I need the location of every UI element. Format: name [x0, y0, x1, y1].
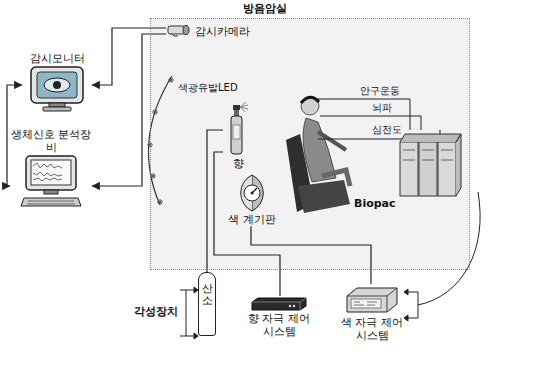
- node-label: 산소: [202, 283, 213, 307]
- analyzer-computer: 생체신호 분석장비: [10, 128, 92, 208]
- led-arc: [147, 76, 174, 205]
- computer-icon-wrap: [20, 154, 82, 208]
- connector: [207, 130, 223, 272]
- soundproof-room: 방음암실감시카메라향색 계기판: [150, 18, 470, 270]
- scent-sprayer: 향: [223, 101, 253, 170]
- monitor-box: 감시모니터: [22, 52, 92, 113]
- signal-label: 안구운동: [360, 85, 400, 97]
- sensor-leads: [317, 99, 440, 139]
- connector: [92, 34, 166, 186]
- connector: [251, 226, 371, 284]
- node-label: 향: [233, 157, 244, 170]
- scent-controller-icon: [250, 296, 308, 312]
- monitor-icon-wrap: [29, 65, 85, 113]
- node-label: 감시카메라: [195, 25, 250, 38]
- color-controller-icon: [345, 284, 399, 316]
- sprayer-icon-wrap: [226, 101, 250, 157]
- device-label: Biopac: [354, 198, 396, 210]
- node-label: 생체신호 분석장비: [10, 128, 92, 154]
- room-ground: [150, 18, 470, 270]
- color-controller: 색 자극 제어시스템: [338, 284, 406, 342]
- node-label: 색 자극 제어시스템: [338, 316, 406, 342]
- node-label: 색 계기판: [228, 213, 276, 226]
- color-icon-wrap: [345, 284, 399, 316]
- panel-icon-wrap: [230, 173, 274, 213]
- node-label: 감시모니터: [30, 52, 85, 65]
- scent-controller: 향 자극 제어시스템: [246, 296, 312, 338]
- gauge-panel-icon: [230, 173, 274, 213]
- camera-icon-wrap: [166, 23, 192, 40]
- room-title: 방음암실: [243, 2, 287, 15]
- signal-label: 뇌파: [372, 102, 392, 114]
- scent-icon-wrap: [250, 296, 308, 312]
- node-label: 향 자극 제어시스템: [246, 312, 312, 338]
- camera-icon: [166, 23, 192, 37]
- arousal-bracket: [180, 287, 198, 339]
- oxygen-cylinder: 산소: [198, 272, 216, 336]
- connector: [92, 28, 166, 85]
- biopac-rack: [400, 134, 461, 196]
- connector: [214, 152, 280, 296]
- monitor-icon: [29, 65, 85, 113]
- device-label: 각성장치: [134, 306, 178, 318]
- color-bracket: [404, 192, 480, 321]
- sprayer-icon: [226, 101, 250, 157]
- signal-label: 심전도: [372, 124, 402, 136]
- light-label: 색광유발LED: [178, 82, 238, 94]
- color-gauge-panel: 색 계기판: [227, 173, 277, 226]
- driver-seat: [286, 97, 350, 213]
- camera-box: 감시카메라: [166, 23, 250, 40]
- computer-icon: [20, 154, 82, 208]
